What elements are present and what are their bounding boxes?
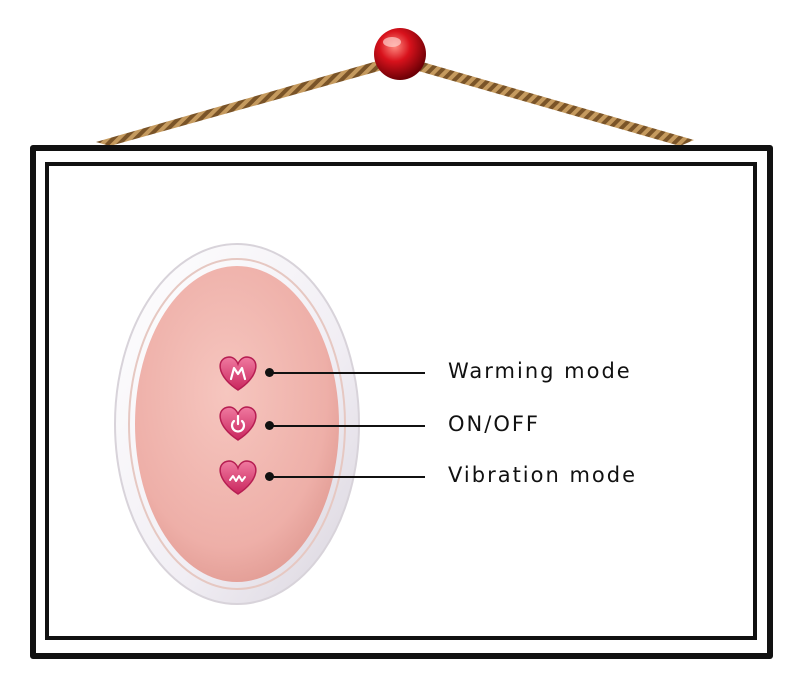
vibration-mode-label: Vibration mode — [448, 463, 638, 487]
picture-frame-inner — [45, 162, 757, 640]
power-callout-line — [270, 425, 425, 427]
vibration-callout-line — [270, 476, 425, 478]
warming-callout-line — [270, 372, 425, 374]
vibration-button — [219, 460, 257, 495]
power-callout-dot — [265, 421, 274, 430]
power-icon — [230, 419, 246, 433]
power-button — [219, 406, 257, 441]
warming-mode-label: Warming mode — [448, 359, 632, 383]
wave-icon — [229, 475, 246, 482]
vibration-callout-dot — [265, 472, 274, 481]
flame-icon — [229, 366, 247, 381]
picture-frame-outer — [30, 145, 773, 659]
on-off-label: ON/OFF — [448, 412, 541, 436]
warming-button — [219, 356, 257, 391]
warming-callout-dot — [265, 368, 274, 377]
